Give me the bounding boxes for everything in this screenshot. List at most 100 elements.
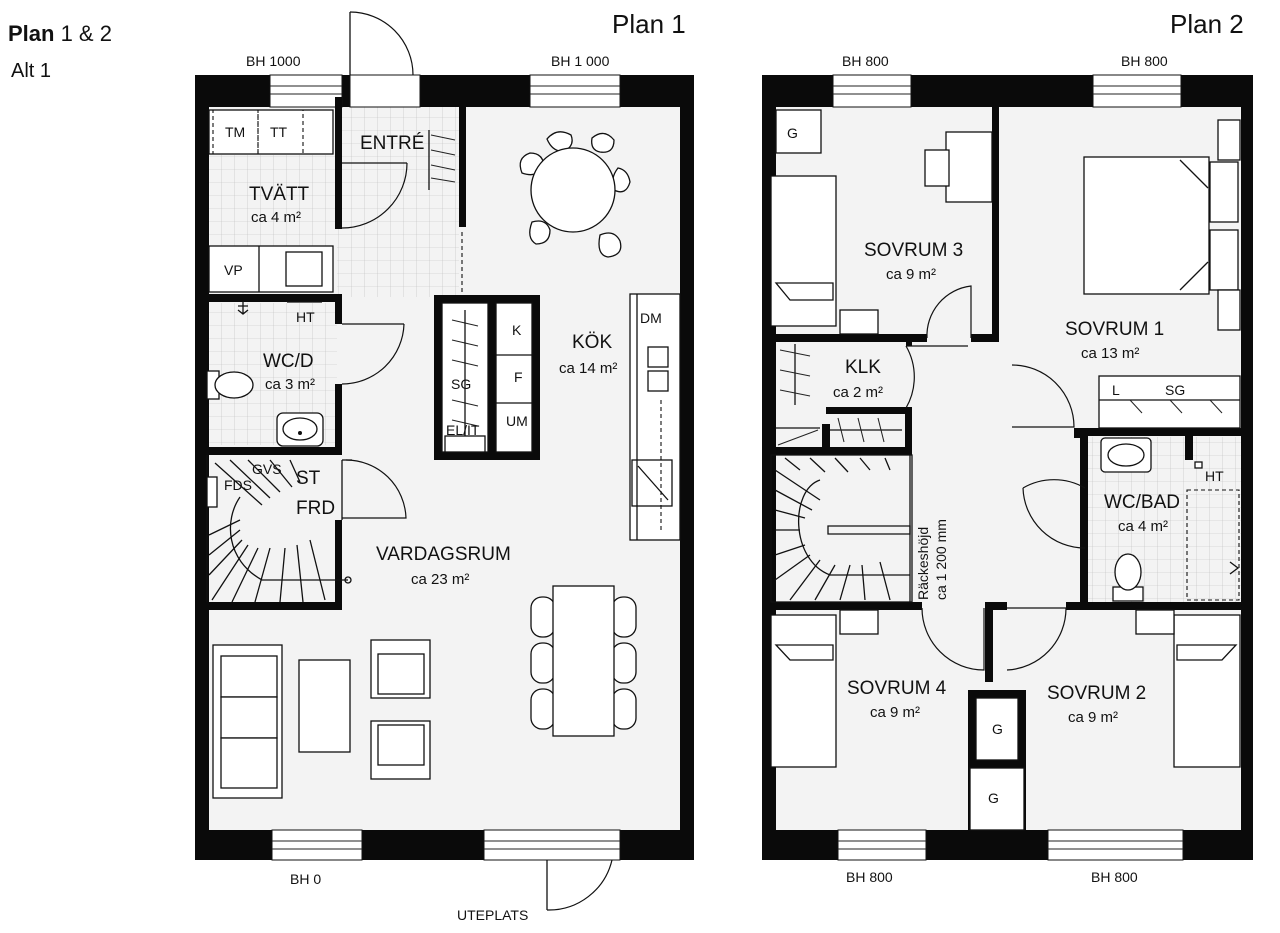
p2-window-top-left: [832, 74, 912, 108]
plan1-stairs: [206, 455, 352, 603]
s3-wardrobe: [775, 109, 822, 154]
k-label: K: [512, 322, 522, 338]
plan2-wall-right: [1241, 75, 1253, 860]
laundry-counter: [208, 109, 334, 155]
wcbad-door-swing: [1022, 479, 1086, 489]
wall-klk-bottom: [762, 447, 912, 455]
plan-title-rest: 1 & 2: [54, 21, 111, 46]
plan1-window-top-right-label: BH 1 000: [551, 53, 610, 69]
wall-kitchen-block-left: [434, 295, 442, 460]
coffee-table: [298, 659, 351, 753]
sink-basin-1: [647, 346, 669, 368]
klk-rails: [775, 344, 902, 446]
cooktop: [631, 459, 673, 507]
plan2-stairs: [770, 454, 913, 603]
wc-toilet: [214, 371, 254, 399]
plan1-window-bottom-label: BH 0: [290, 871, 321, 887]
plan1: Plan 1 BH 1000 BH 1 000 BH 0 UTEPLATS: [195, 9, 694, 923]
tumble-dryer: [257, 109, 304, 155]
g2-label: G: [992, 721, 1003, 737]
wall-stair-right: [335, 520, 342, 610]
s2-wardrobe-g: [975, 697, 1019, 761]
dm-label: DM: [640, 310, 662, 326]
entre-wardrobe: [428, 130, 456, 190]
um-label: UM: [506, 413, 528, 429]
long-dining-table: [530, 585, 637, 737]
entrance-opening: [349, 74, 421, 108]
sofa: [212, 644, 283, 799]
s1-double-bed: [1083, 119, 1241, 331]
wall-s3-bottom: [762, 334, 927, 342]
wall-s1-bottom: [1074, 428, 1245, 436]
entre-name: ENTRÉ: [360, 133, 424, 154]
patio-door-opening: [483, 829, 621, 861]
wall-wcbad-left: [1080, 428, 1088, 606]
wall-tvatt-wc: [207, 294, 342, 302]
st-label: ST: [296, 468, 321, 489]
s4-wardrobe-g: [969, 767, 1025, 831]
wall-wc-right-lower: [335, 384, 342, 454]
sovrum3-area: ca 9 m²: [886, 266, 936, 283]
plan2-window-top-left-label: BH 800: [842, 53, 889, 69]
railing-line2: ca 1 200 mm: [933, 519, 949, 600]
plan2-heading: Plan 2: [1170, 9, 1244, 39]
shower-area: [1186, 489, 1240, 601]
klk-area: ca 2 m²: [833, 384, 883, 401]
s1-door-swing: [1011, 364, 1075, 428]
g3-label: G: [988, 790, 999, 806]
sovrum2-name: SOVRUM 2: [1047, 683, 1146, 704]
sovrum1-area: ca 13 m²: [1081, 345, 1139, 362]
tvatt-area: ca 4 m²: [251, 209, 301, 226]
wall-wc-stairs: [207, 447, 342, 455]
fridge-column: [495, 302, 533, 453]
ht-label-bath: HT: [1205, 468, 1224, 484]
wcbad-toilet: [1112, 553, 1144, 602]
p2-window-top-right: [1092, 74, 1182, 108]
wall-kitchen-block-top: [434, 295, 540, 303]
vp-label: VP: [224, 262, 243, 278]
sg-label-plan2: SG: [1165, 382, 1185, 398]
window-top-right: [529, 74, 621, 108]
s3-desk: [924, 131, 993, 203]
sovrum2-area: ca 9 m²: [1068, 709, 1118, 726]
plan1-wall-right: [680, 75, 694, 860]
vardagsrum-name: VARDAGSRUM: [376, 544, 511, 565]
klk-name: KLK: [845, 357, 881, 378]
plan-title-bold: Plan: [8, 21, 54, 46]
vp-unit: [208, 245, 334, 293]
wall-wc-right-upper: [335, 294, 342, 324]
railing-line1: Räckeshöjd: [915, 527, 931, 600]
plan2-window-bottom-left-label: BH 800: [846, 869, 893, 885]
s3-bed: [770, 175, 837, 327]
sovrum3-name: SOVRUM 3: [864, 240, 963, 261]
sovrum4-name: SOVRUM 4: [847, 678, 947, 699]
wcd-name: WC/D: [263, 351, 314, 372]
tm-label: TM: [225, 124, 245, 140]
plan2: Plan 2 BH 800 BH 800 BH 800 BH 800: [762, 9, 1253, 885]
s2-bed: [1135, 609, 1241, 768]
wall-tvatt-entre: [335, 97, 342, 229]
plan1-window-top-left-label: BH 1000: [246, 53, 301, 69]
window-top-left: [269, 74, 343, 108]
s1-wardrobe: [1098, 375, 1241, 429]
armchair-1: [370, 639, 431, 699]
plan2-window-bottom-right-label: BH 800: [1091, 869, 1138, 885]
kok-area: ca 14 m²: [559, 360, 617, 377]
tvatt-tiles: [207, 155, 337, 247]
l-label: L: [1112, 382, 1120, 398]
plan-subtitle: Alt 1: [11, 60, 51, 82]
plan1-heading: Plan 1: [612, 9, 686, 39]
round-dining-table: [519, 131, 631, 258]
sovrum1-name: SOVRUM 1: [1065, 319, 1164, 340]
window-bottom: [271, 829, 363, 861]
wall-stair-bottom: [207, 602, 342, 610]
g1-label: G: [787, 125, 798, 141]
gvs-label: GVS: [252, 461, 282, 477]
sg-label-plan1: SG: [451, 376, 471, 392]
sovrum4-area: ca 9 m²: [870, 704, 920, 721]
plan1-wall-left: [195, 75, 209, 860]
f-label: F: [514, 369, 523, 385]
plan2-window-top-right-label: BH 800: [1121, 53, 1168, 69]
s2-door-swing: [1006, 607, 1067, 671]
